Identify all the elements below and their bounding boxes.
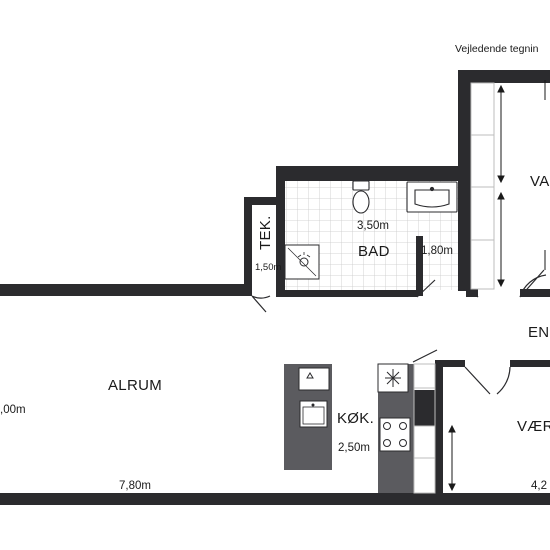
bath-door [416,279,436,298]
wall-bottom [0,493,550,505]
plan-note: Vejledende tegnin [455,43,539,55]
walls [0,70,550,505]
wall-tek-top [244,197,280,205]
wall-va-left [458,70,471,291]
va-door-left [457,281,479,298]
wall-va-bottom-left [466,289,478,297]
appliance-icon [298,367,330,391]
wall-tek-left [244,197,252,296]
room-label-tek: TEK. [257,215,274,250]
wall-kitchen-column [435,360,443,495]
room-label-alrum: ALRUM [108,377,163,394]
dim-alrum-depth: ,00m [0,404,26,416]
shower-icon [284,244,320,280]
door-swings [251,269,547,395]
wall-bath-top [276,166,462,181]
wall-va-bottom-right [520,289,550,297]
va-wardrobes [470,82,495,290]
dimension-arrows [448,80,546,492]
dim-tek-width: 1,50m [255,262,282,273]
room-label-kok: KØK. [337,410,375,427]
toilet-icon [352,180,370,214]
sink-icon [406,181,458,213]
room-label-bad: BAD [358,243,390,260]
dim-bad-width: 3,50m [357,220,389,232]
wall-vae-top-left [435,360,465,367]
dim-kok-width: 2,50m [338,442,370,454]
room-label-en: EN [528,324,550,341]
wall-upper-left [0,284,252,296]
wall-bath-right [416,236,423,296]
wall-vae-top-right [510,360,550,367]
dim-alrum-width: 7,80m [119,480,151,492]
room-label-vae: VÆR [517,418,550,435]
kitchen-counter [377,363,414,493]
wall-va-top [458,70,550,83]
dim-vae-width: 4,2 [531,480,547,492]
wall-upper-mid [282,290,417,297]
kitchen-island [284,364,332,470]
tek-door [251,295,271,313]
wall-tek-bath-divider [276,166,285,297]
room-label-va: VA [530,173,550,190]
va-door-right [519,269,547,298]
dim-bad-depth: 1,80m [421,245,453,257]
vae-door [464,366,511,395]
entry-storage [413,363,436,494]
kitchen-door [412,349,438,363]
